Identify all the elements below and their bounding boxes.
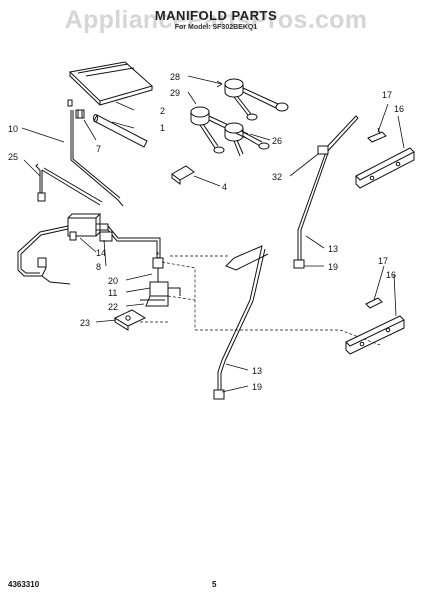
bracket-16-lower — [345, 315, 405, 355]
callout-13-upper: 13 — [328, 244, 338, 254]
callout-8: 8 — [96, 262, 101, 272]
callout-7: 7 — [96, 144, 101, 154]
gas-tube-10 — [67, 99, 124, 207]
igniter-upper — [367, 127, 387, 143]
orifice-fitting — [75, 109, 85, 119]
callout-28: 28 — [170, 72, 180, 82]
bracket-16-upper — [355, 147, 415, 189]
callout-16-upper: 16 — [394, 104, 404, 114]
callout-19-lower: 19 — [252, 382, 262, 392]
guide-lines — [140, 252, 381, 346]
watermark: AppliancePartsPros.com — [64, 6, 368, 34]
manifold-pipe — [93, 114, 148, 148]
burner-assembly-26 — [224, 122, 270, 157]
callout-1: 1 — [160, 123, 165, 133]
coiled-tube — [17, 225, 71, 285]
leader-lines — [21, 75, 405, 393]
diagram-title: MANIFOLD PARTS — [154, 8, 278, 23]
callout-17-lower: 17 — [378, 256, 388, 266]
valve-bracket — [113, 309, 147, 331]
callout-2: 2 — [160, 106, 165, 116]
callout-19-upper: 19 — [328, 262, 338, 272]
callout-25: 25 — [8, 152, 18, 162]
document-number: 4363310 — [8, 580, 40, 589]
callout-23: 23 — [80, 318, 90, 328]
callout-numbers: 28 29 2 1 10 7 26 17 16 25 32 4 14 8 13 … — [8, 72, 404, 392]
valve-body — [67, 213, 109, 241]
callout-26: 26 — [272, 136, 282, 146]
callout-32: 32 — [272, 172, 282, 182]
callout-20: 20 — [108, 276, 118, 286]
fitting-stack — [140, 257, 181, 307]
callout-13-lower: 13 — [252, 366, 262, 376]
callout-16-lower: 16 — [386, 270, 396, 280]
callout-14: 14 — [96, 248, 106, 258]
callout-11: 11 — [108, 288, 117, 298]
page-number: 5 — [212, 580, 217, 589]
burner-assembly-28 — [224, 78, 289, 121]
bracket-4 — [171, 165, 195, 185]
gas-tube-13-upper — [293, 115, 359, 269]
gas-tube-25 — [35, 163, 103, 206]
diagram-subtitle: For Model: SF302BEKQ1 — [174, 24, 258, 31]
callout-29: 29 — [170, 88, 180, 98]
gas-tube-13-lower — [213, 245, 269, 400]
callout-4: 4 — [222, 182, 227, 192]
burner-plate — [68, 61, 154, 106]
callout-17-upper: 17 — [382, 90, 392, 100]
gas-tube-8 — [99, 225, 161, 258]
callout-22: 22 — [108, 302, 118, 312]
callout-10: 10 — [8, 124, 18, 134]
